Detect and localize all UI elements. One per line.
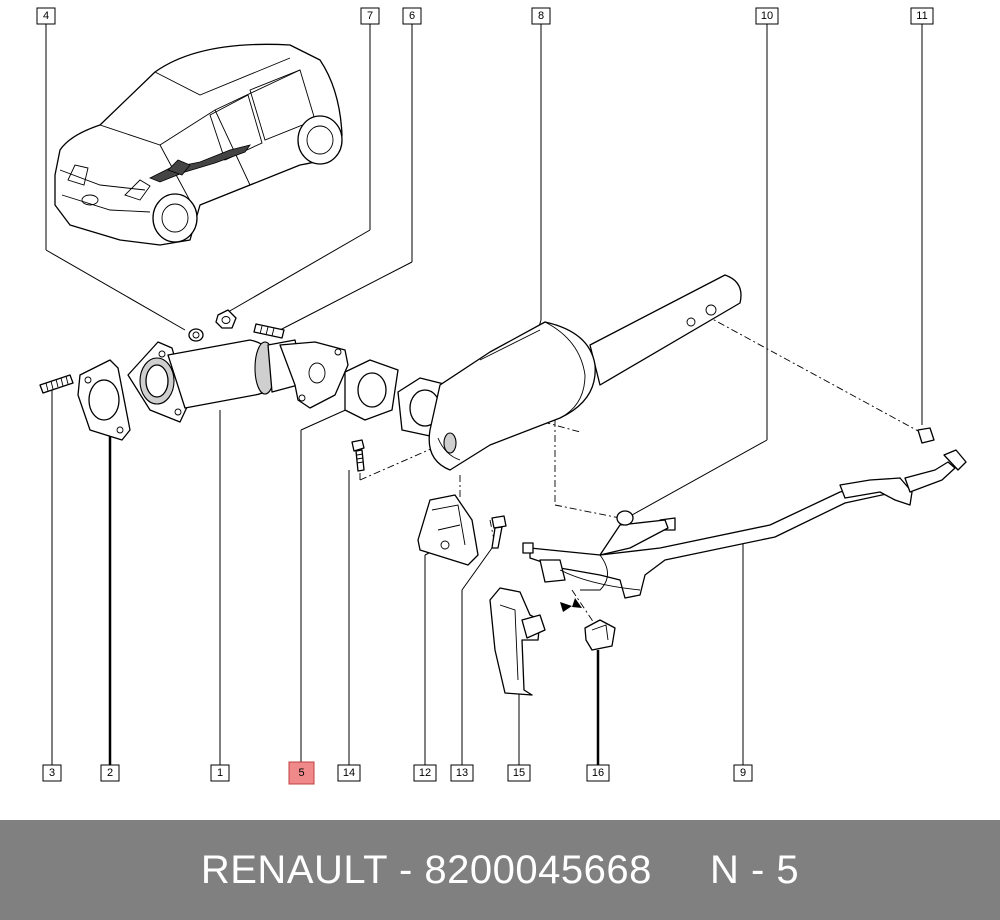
footer-banner: RENAULT - 8200045668 N - 5	[0, 820, 1000, 920]
svg-text:4: 4	[43, 10, 49, 22]
svg-text:16: 16	[592, 767, 604, 779]
svg-text:10: 10	[761, 10, 773, 22]
svg-text:7: 7	[367, 10, 373, 22]
callout-4: 4	[36, 7, 56, 25]
bracket-part-12	[417, 494, 479, 566]
callout-6: 6	[402, 7, 422, 25]
clip-part-16	[584, 619, 616, 651]
svg-text:3: 3	[49, 767, 55, 779]
callout-12: 12	[413, 764, 437, 782]
svg-text:2: 2	[107, 767, 113, 779]
callout-11: 11	[910, 7, 934, 25]
callout-1: 1	[210, 764, 230, 782]
nut-part-10	[616, 510, 634, 526]
callout-2: 2	[100, 764, 120, 782]
direction-arrows	[560, 598, 582, 612]
exhaust-parts-diagram: 4 7 6 8 10 11 3 2 1 5 14 12 13 15 16 9	[36, 7, 967, 785]
fittings-4-7-6	[188, 309, 285, 342]
svg-text:14: 14	[343, 767, 355, 779]
svg-text:11: 11	[916, 10, 927, 22]
callout-10: 10	[755, 7, 779, 25]
callout-14: 14	[337, 764, 361, 782]
callout-8: 8	[531, 7, 551, 25]
part-number-label: RENAULT - 8200045668 N - 5	[200, 847, 800, 892]
catalyst-part-8	[428, 274, 742, 471]
bolt-part-14	[351, 439, 365, 472]
svg-text:15: 15	[513, 767, 525, 779]
sensor-bracket-part-15	[489, 587, 546, 696]
bolt-part-13	[491, 515, 507, 549]
svg-text:8: 8	[538, 10, 544, 22]
svg-text:5: 5	[298, 767, 304, 779]
callout-16: 16	[586, 764, 610, 782]
nut-part-11	[917, 427, 967, 471]
callout-5: 5	[288, 761, 315, 785]
svg-text:1: 1	[217, 767, 223, 779]
sensor-pipe-part-9	[522, 461, 956, 599]
callout-13: 13	[450, 764, 474, 782]
callout-7: 7	[360, 7, 380, 25]
car-illustration	[54, 43, 343, 246]
svg-text:12: 12	[419, 767, 431, 779]
diagram-canvas: 4 7 6 8 10 11 3 2 1 5 14 12 13 15 16 9	[36, 7, 967, 785]
callout-3: 3	[42, 764, 62, 782]
flange-part-5	[279, 341, 349, 409]
gasket-part-2	[77, 359, 131, 441]
svg-text:6: 6	[409, 10, 415, 22]
callout-15: 15	[507, 764, 531, 782]
flange-pipe-part-1	[127, 339, 300, 423]
stud-part-3	[39, 374, 74, 394]
svg-text:9: 9	[740, 767, 746, 779]
callout-9: 9	[733, 764, 753, 782]
svg-text:13: 13	[456, 767, 468, 779]
